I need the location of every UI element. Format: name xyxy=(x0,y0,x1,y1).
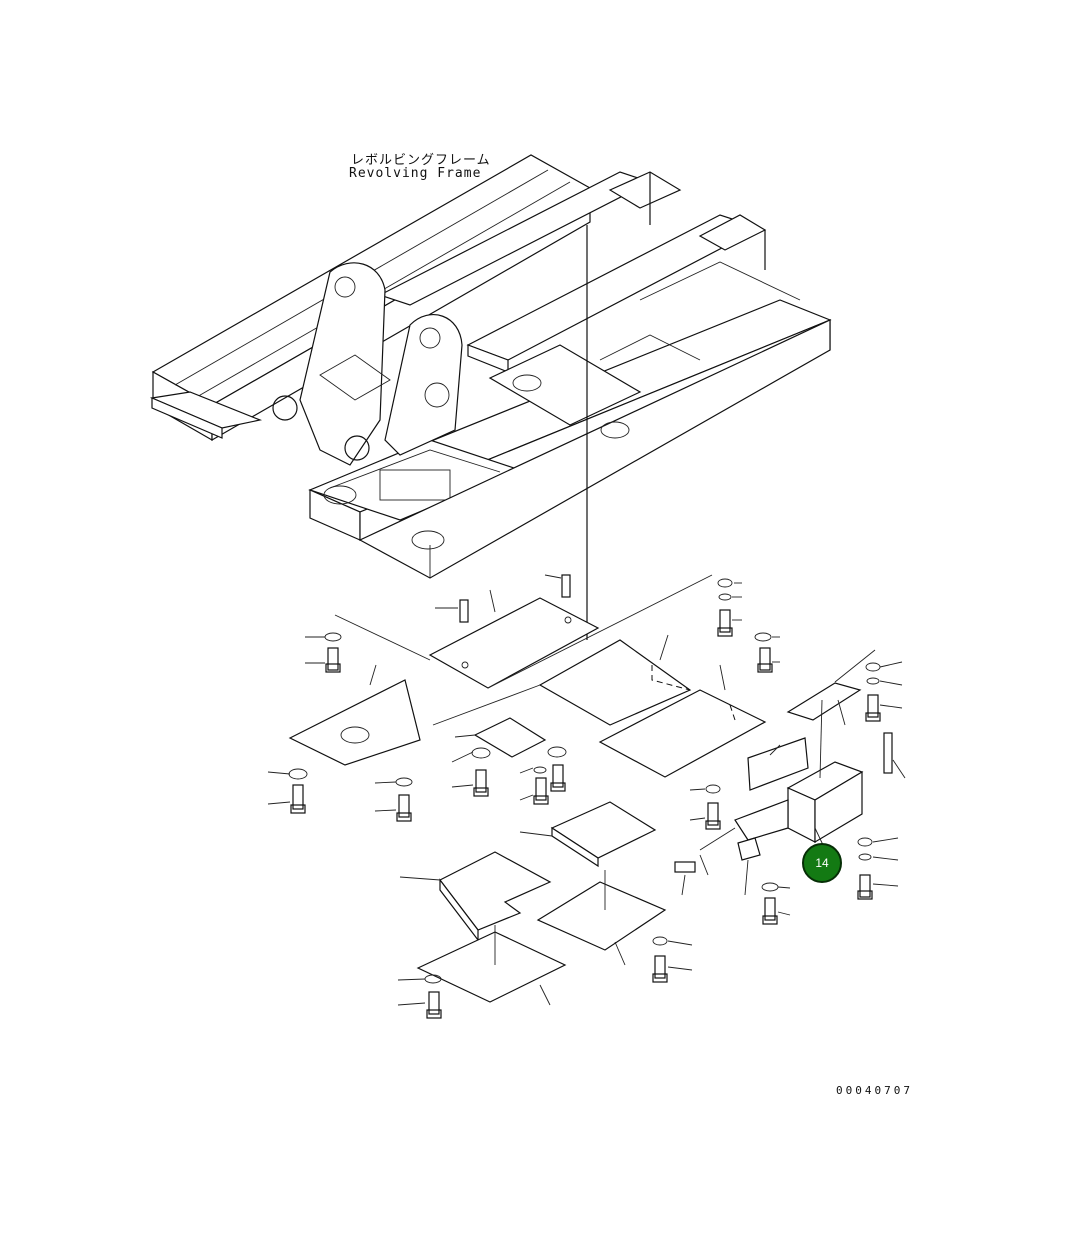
document-number: 00040707 xyxy=(836,1084,913,1097)
undercover-plates xyxy=(288,597,893,1003)
revolving-frame xyxy=(149,154,832,579)
leader-lines xyxy=(267,574,906,1006)
revolving-frame-label-jp: レボルビングフレーム xyxy=(351,153,491,168)
part-callout-number: 14 xyxy=(815,856,829,870)
part-callout-14[interactable]: 14 xyxy=(802,843,842,883)
bolts-and-washers xyxy=(288,574,881,1019)
revolving-frame-label-en: Revolving Frame xyxy=(349,166,482,181)
